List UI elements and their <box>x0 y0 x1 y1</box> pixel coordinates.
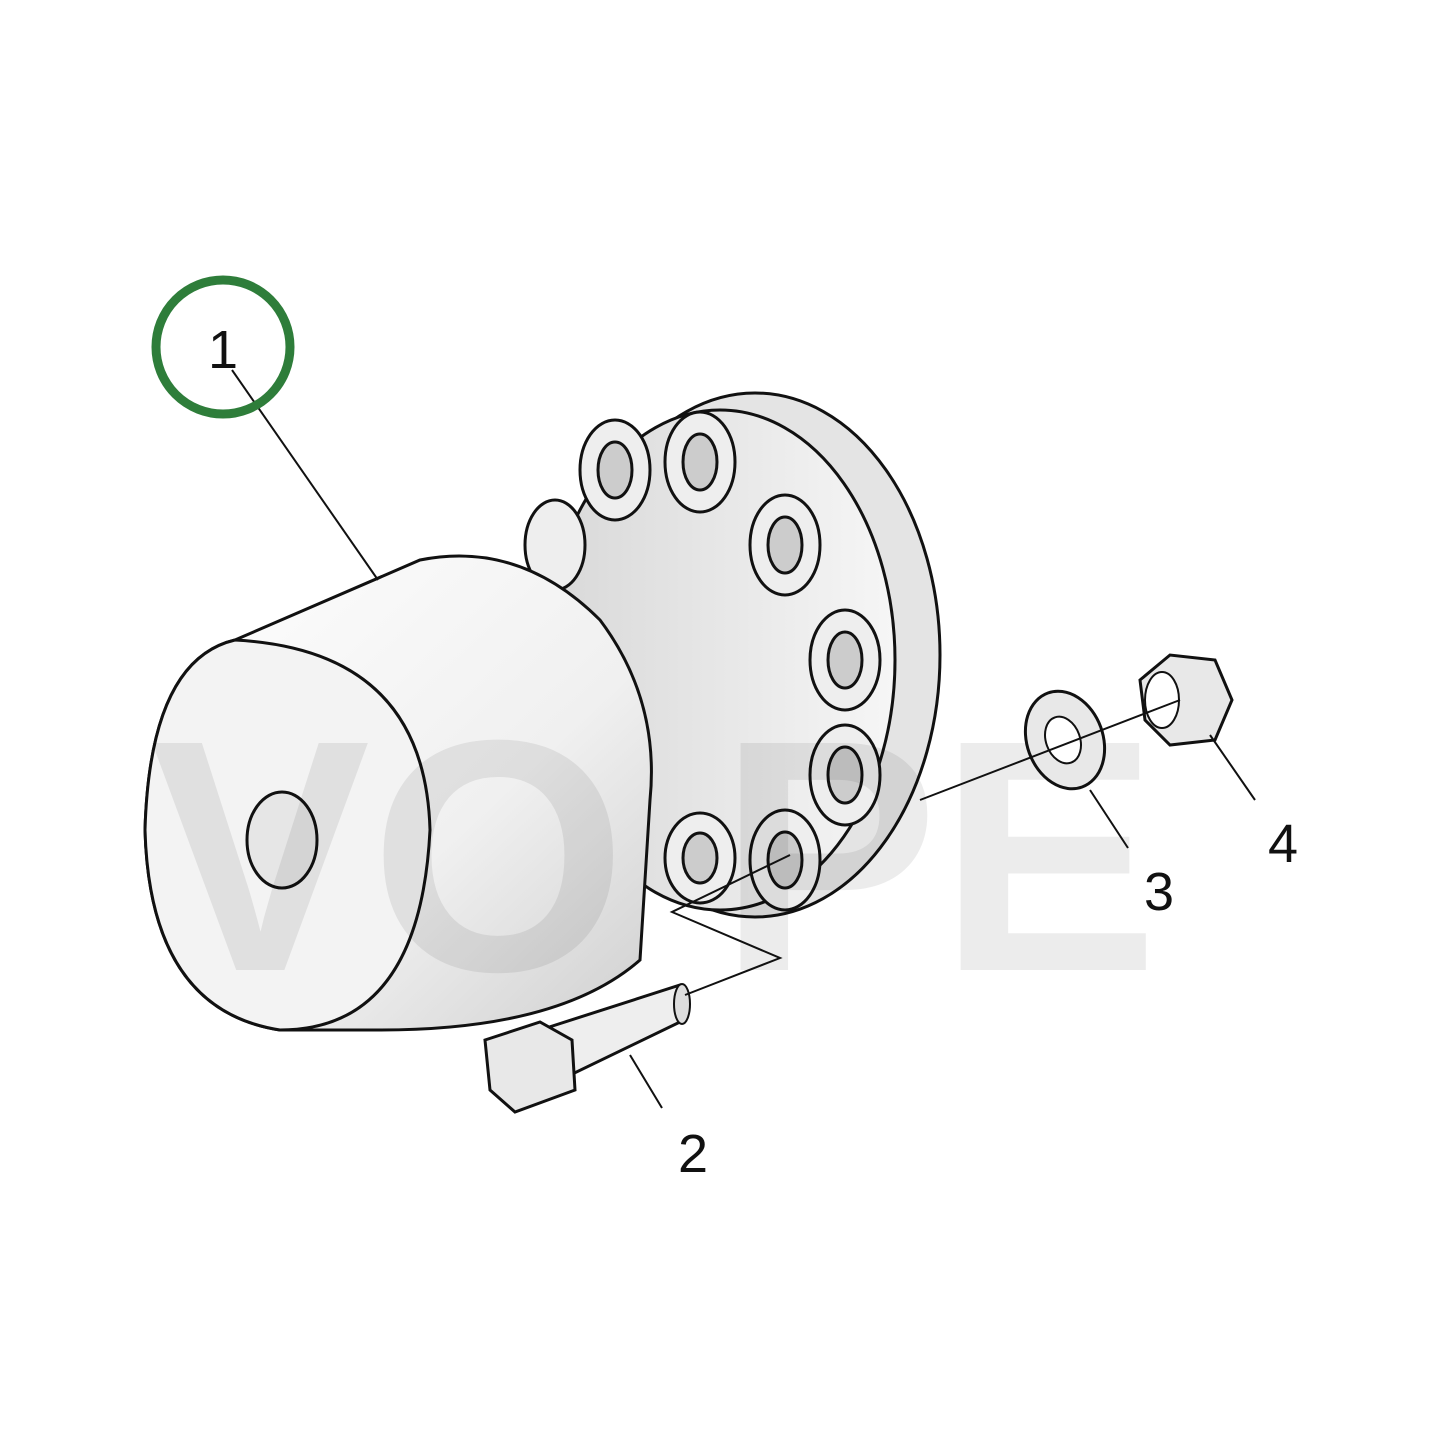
callout-1[interactable]: 1 <box>208 320 238 380</box>
watermark: VO PE <box>150 671 1159 1040</box>
nut <box>1138 653 1234 747</box>
callout-4[interactable]: 4 <box>1268 814 1298 874</box>
washer <box>1023 689 1107 791</box>
callout-1-highlight-ring <box>151 275 295 419</box>
bolt-holes <box>523 410 882 912</box>
assembly-lines <box>669 699 1181 996</box>
callout-3[interactable]: 3 <box>1144 862 1174 922</box>
shaft-bore <box>245 790 319 890</box>
callout-2[interactable]: 2 <box>678 1124 708 1184</box>
hub <box>143 554 653 1032</box>
bolt <box>483 983 691 1114</box>
